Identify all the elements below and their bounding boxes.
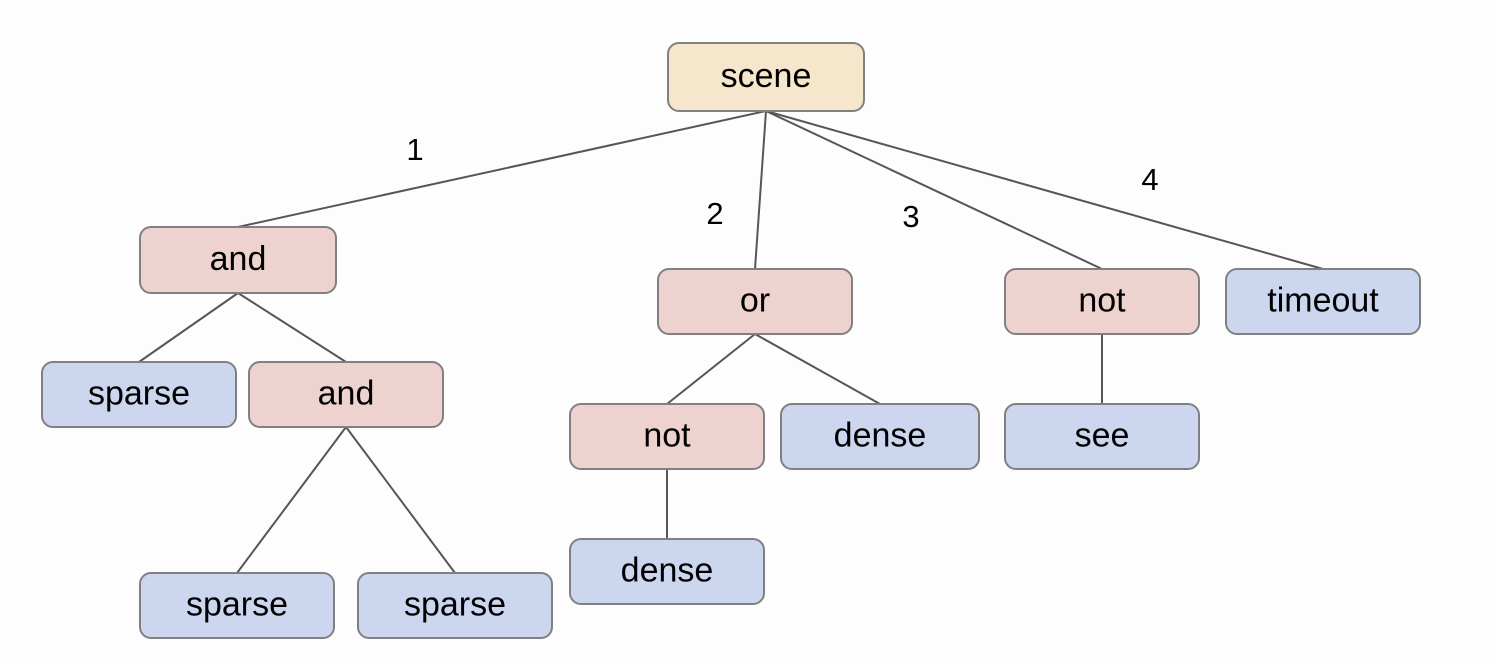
edge-label-1: 1 xyxy=(406,132,423,167)
node-box-not1[interactable] xyxy=(1004,268,1200,335)
tree-edge-and1-to-and2 xyxy=(237,292,347,363)
node-label-sparse2: sparse xyxy=(186,585,288,623)
tree-node-and1[interactable]: and xyxy=(139,226,337,294)
tree-node-not1[interactable]: not xyxy=(1004,268,1200,335)
node-label-sparse3: sparse xyxy=(404,585,506,623)
node-box-not2[interactable] xyxy=(569,403,765,470)
node-box-sparse1[interactable] xyxy=(41,361,237,428)
node-label-see: see xyxy=(1075,416,1130,454)
node-box-dense1[interactable] xyxy=(780,403,980,470)
node-box-sparse3[interactable] xyxy=(357,572,553,639)
tree-node-and2[interactable]: and xyxy=(248,361,444,428)
node-label-not1: not xyxy=(1078,281,1126,319)
tree-node-scene[interactable]: scene xyxy=(667,42,865,112)
node-layer: scene and or not timeout sparse and not dense see… xyxy=(41,42,1421,639)
tree-edge-and2-to-sparse3 xyxy=(345,426,456,574)
tree-edge-scene-to-not1 xyxy=(765,110,1103,270)
node-label-not2: not xyxy=(643,416,691,454)
tree-node-or1[interactable]: or xyxy=(657,268,853,335)
node-box-or1[interactable] xyxy=(657,268,853,335)
node-label-sparse1: sparse xyxy=(88,374,190,412)
node-box-see[interactable] xyxy=(1004,403,1200,470)
edge-layer xyxy=(138,110,1324,574)
node-label-scene: scene xyxy=(721,57,812,95)
node-box-sparse2[interactable] xyxy=(139,572,335,639)
node-label-or1: or xyxy=(740,281,770,319)
tree-edge-scene-to-or1 xyxy=(754,110,767,270)
edge-label-layer: 1 2 3 4 xyxy=(406,132,1158,234)
node-label-and2: and xyxy=(318,374,375,412)
tree-node-dense1[interactable]: dense xyxy=(780,403,980,470)
node-box-timeout[interactable] xyxy=(1225,268,1421,335)
node-box-and2[interactable] xyxy=(248,361,444,428)
tree-node-sparse3[interactable]: sparse xyxy=(357,572,553,639)
tree-node-see[interactable]: see xyxy=(1004,403,1200,470)
node-box-and1[interactable] xyxy=(139,226,337,294)
tree-node-sparse1[interactable]: sparse xyxy=(41,361,237,428)
edge-label-3: 3 xyxy=(902,199,919,234)
node-label-and1: and xyxy=(210,240,267,278)
node-box-scene[interactable] xyxy=(667,42,865,112)
tree-edge-and2-to-sparse2 xyxy=(236,426,347,574)
edge-label-4: 4 xyxy=(1141,162,1158,197)
tree-node-not2[interactable]: not xyxy=(569,403,765,470)
tree-edge-or1-to-not2 xyxy=(666,333,756,405)
tree-edge-scene-to-timeout xyxy=(765,110,1324,270)
node-label-timeout: timeout xyxy=(1267,281,1379,319)
tree-edge-or1-to-dense1 xyxy=(754,333,881,405)
tree-node-dense2[interactable]: dense xyxy=(569,538,765,605)
tree-node-timeout[interactable]: timeout xyxy=(1225,268,1421,335)
tree-node-sparse2[interactable]: sparse xyxy=(139,572,335,639)
node-box-dense2[interactable] xyxy=(569,538,765,605)
node-label-dense1: dense xyxy=(834,416,927,454)
tree-edge-and1-to-sparse1 xyxy=(138,292,239,363)
tree-edge-scene-to-and1 xyxy=(237,110,767,228)
edge-label-2: 2 xyxy=(706,196,723,231)
node-label-dense2: dense xyxy=(621,551,714,589)
